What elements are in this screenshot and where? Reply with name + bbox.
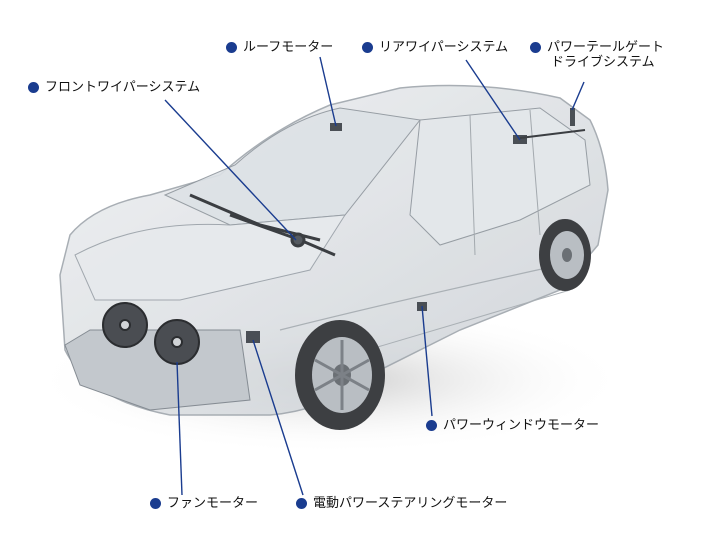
windshield [163, 107, 421, 226]
fan-left [102, 302, 148, 348]
roof-motor-part [330, 123, 342, 131]
power-tailgate-label-line2: ドライブシステム [551, 55, 655, 70]
fan-right [154, 319, 200, 365]
marker-dot [530, 42, 541, 53]
tailgate-strut [570, 108, 575, 126]
front-wheel [295, 320, 385, 430]
front-wiper-linkage [189, 193, 336, 257]
front-wiper-label: フロントワイパーシステム [45, 80, 201, 95]
marker-dot [362, 42, 373, 53]
rear-wheel [539, 219, 591, 291]
leader-power-tailgate [571, 81, 585, 111]
leader-eps-motor [252, 339, 304, 496]
leader-lines [164, 56, 585, 496]
leader-roof-motor [319, 56, 337, 127]
eps-motor-label: 電動パワーステアリングモーター [313, 496, 508, 511]
callout-rear-wiper: リアワイパーシステム [362, 40, 508, 55]
leader-power-window [421, 305, 433, 417]
rear-wiper-arm [519, 129, 586, 139]
marker-dot [226, 42, 237, 53]
callout-roof-motor: ルーフモーター [226, 40, 333, 55]
roof-motor-label: ルーフモーター [243, 40, 334, 55]
marker-dot [150, 498, 161, 509]
marker-dot [296, 498, 307, 509]
side-windows [409, 107, 591, 246]
hood [74, 214, 346, 301]
rear-wiper-label: リアワイパーシステム [379, 40, 509, 55]
front-grille [64, 329, 251, 411]
marker-dot [426, 420, 437, 431]
callout-front-wiper: フロントワイパーシステム [28, 80, 200, 95]
power-tailgate-label-line1: パワーテールゲート [547, 40, 665, 55]
leader-front-wiper [164, 99, 297, 241]
leader-rear-wiper [465, 59, 521, 141]
callout-fan-motor: ファンモーター [150, 496, 258, 511]
power-window-motor-label: パワーウィンドウモーター [443, 418, 600, 433]
marker-dot [28, 82, 39, 93]
fan-motor-label: ファンモーター [167, 496, 259, 511]
callout-power-tailgate: パワーテールゲート ドライブシステム [530, 40, 664, 70]
eps-motor-part [246, 331, 260, 343]
callout-power-window-motor: パワーウィンドウモーター [426, 418, 599, 433]
leader-fan-motor [176, 361, 183, 496]
callout-eps-motor: 電動パワーステアリングモーター [296, 496, 507, 511]
